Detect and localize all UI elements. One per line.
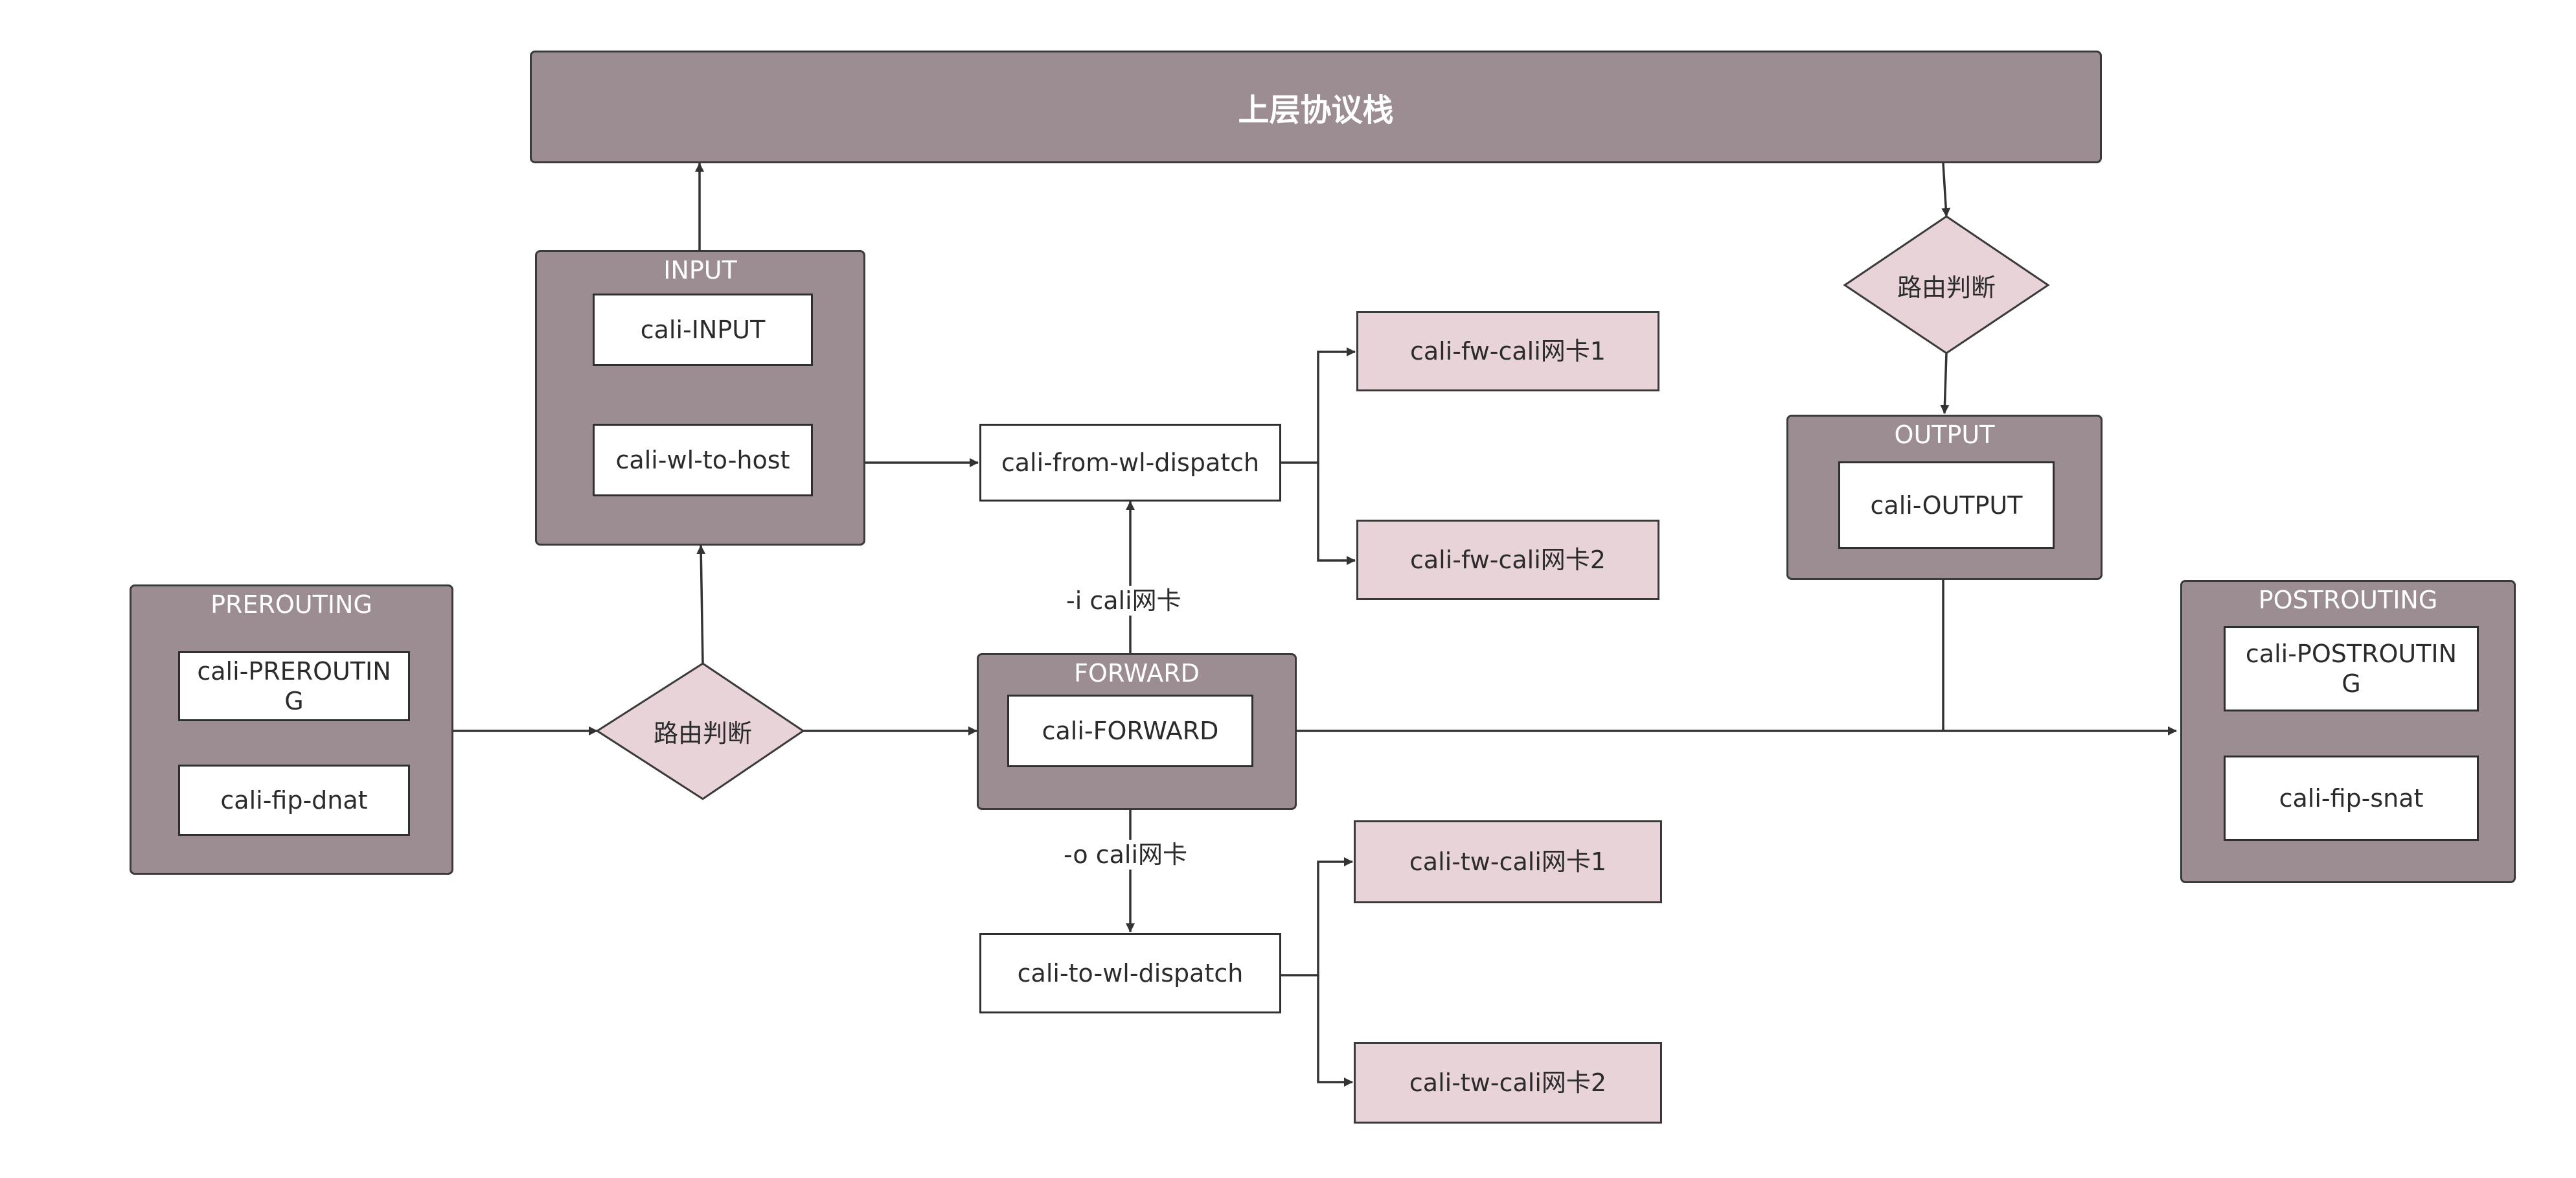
edge-towl-to-tw2 bbox=[1317, 975, 1353, 1087]
upper-protocol-stack-label: 上层协议栈 bbox=[1238, 92, 1394, 128]
chain-cali-from-wl-dispatch: cali-from-wl-dispatch bbox=[979, 424, 1281, 502]
upper-protocol-stack: 上层协议栈 bbox=[530, 51, 2102, 163]
chain-cali-to-wl-dispatch: cali-to-wl-dispatch bbox=[979, 933, 1281, 1013]
chain-cali-prerouting-label: cali-PREROUTING bbox=[197, 657, 391, 715]
route-decision-main: 路由判断 bbox=[622, 711, 784, 750]
chain-cali-wl-to-host: cali-wl-to-host bbox=[593, 424, 813, 496]
chain-cali-fip-snat-label: cali-fip-snat bbox=[2279, 784, 2424, 813]
edge-route-output-to-output bbox=[1940, 352, 1950, 414]
edge-label-out-iface: -o cali网卡 bbox=[1060, 840, 1192, 870]
chain-cali-from-wl-dispatch-label: cali-from-wl-dispatch bbox=[1001, 448, 1260, 477]
edge-fromwl-to-fw2 bbox=[1317, 463, 1356, 565]
route-decision-output: 路由判断 bbox=[1865, 266, 2027, 305]
chain-cali-fw-iface-1: cali-fw-cali网卡1 bbox=[1356, 311, 1659, 391]
chain-cali-fw-iface-2: cali-fw-cali网卡2 bbox=[1356, 520, 1659, 600]
output-group-title: OUTPUT bbox=[1894, 421, 1995, 449]
route-decision-main-shape bbox=[595, 662, 805, 800]
chain-cali-tw-iface-1-label: cali-tw-cali网卡1 bbox=[1409, 848, 1607, 876]
chain-cali-prerouting: cali-PREROUTING bbox=[178, 651, 410, 721]
route-decision-main-label: 路由判断 bbox=[653, 719, 752, 748]
prerouting-group-title: PREROUTING bbox=[211, 590, 372, 619]
chain-cali-input-label: cali-INPUT bbox=[640, 316, 766, 344]
chain-cali-tw-iface-2: cali-tw-cali网卡2 bbox=[1354, 1042, 1662, 1124]
chain-cali-postrouting: cali-POSTROUTING bbox=[2224, 626, 2479, 711]
edge-stack-to-route-output bbox=[1941, 163, 1951, 217]
chain-cali-input: cali-INPUT bbox=[593, 294, 813, 366]
chain-cali-postrouting-label: cali-POSTROUTING bbox=[2245, 640, 2457, 698]
chain-cali-to-wl-dispatch-label: cali-to-wl-dispatch bbox=[1017, 959, 1244, 987]
chain-cali-output: cali-OUTPUT bbox=[1838, 461, 2055, 549]
chain-cali-fip-dnat: cali-fip-dnat bbox=[178, 765, 410, 836]
chain-cali-output-label: cali-OUTPUT bbox=[1870, 491, 2023, 520]
edge-towl-to-tw1 bbox=[1281, 857, 1353, 976]
postrouting-group-title: POSTROUTING bbox=[2258, 586, 2438, 614]
edge-route-to-input bbox=[696, 545, 706, 664]
chain-cali-fw-iface-2-label: cali-fw-cali网卡2 bbox=[1410, 546, 1606, 574]
route-decision-output-shape bbox=[1843, 215, 2050, 354]
chain-cali-tw-iface-1: cali-tw-cali网卡1 bbox=[1354, 820, 1662, 903]
input-group-title: INPUT bbox=[663, 256, 737, 284]
edge-fromwl-to-fw1 bbox=[1281, 347, 1356, 464]
edge-label-in-iface: -i cali网卡 bbox=[1062, 586, 1185, 616]
chain-cali-forward: cali-FORWARD bbox=[1007, 695, 1253, 767]
forward-group-title: FORWARD bbox=[1074, 659, 1200, 687]
route-decision-output-label: 路由判断 bbox=[1897, 273, 1996, 302]
chain-cali-tw-iface-2-label: cali-tw-cali网卡2 bbox=[1409, 1068, 1607, 1097]
chain-cali-fip-dnat-label: cali-fip-dnat bbox=[220, 786, 368, 814]
chain-cali-fip-snat: cali-fip-snat bbox=[2224, 756, 2479, 841]
chain-cali-wl-to-host-label: cali-wl-to-host bbox=[615, 446, 790, 474]
chain-cali-forward-label: cali-FORWARD bbox=[1042, 717, 1219, 745]
chain-cali-fw-iface-1-label: cali-fw-cali网卡1 bbox=[1410, 337, 1606, 365]
